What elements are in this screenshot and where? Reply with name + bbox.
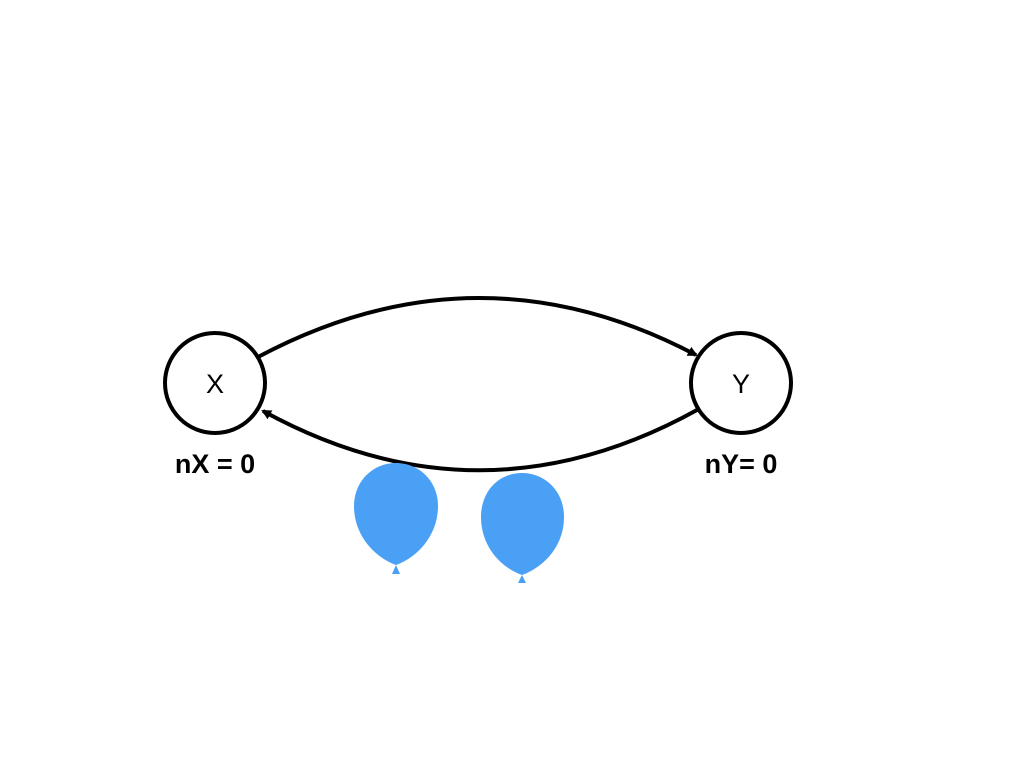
edge-y-to-x-arrow <box>261 408 698 473</box>
balloon-icon <box>354 463 438 574</box>
node-x-circle <box>163 331 267 435</box>
node-x: X <box>163 331 267 435</box>
balloon-icon <box>481 473 564 583</box>
count-y-label: nY= 0 <box>705 449 778 479</box>
edge-x-to-y-arrow <box>257 296 698 359</box>
node-y-label: Y <box>732 369 750 399</box>
node-x-label: X <box>206 369 224 399</box>
count-x-label: nX = 0 <box>175 449 255 479</box>
node-y: Y <box>689 331 793 435</box>
node-y-circle <box>689 331 793 435</box>
